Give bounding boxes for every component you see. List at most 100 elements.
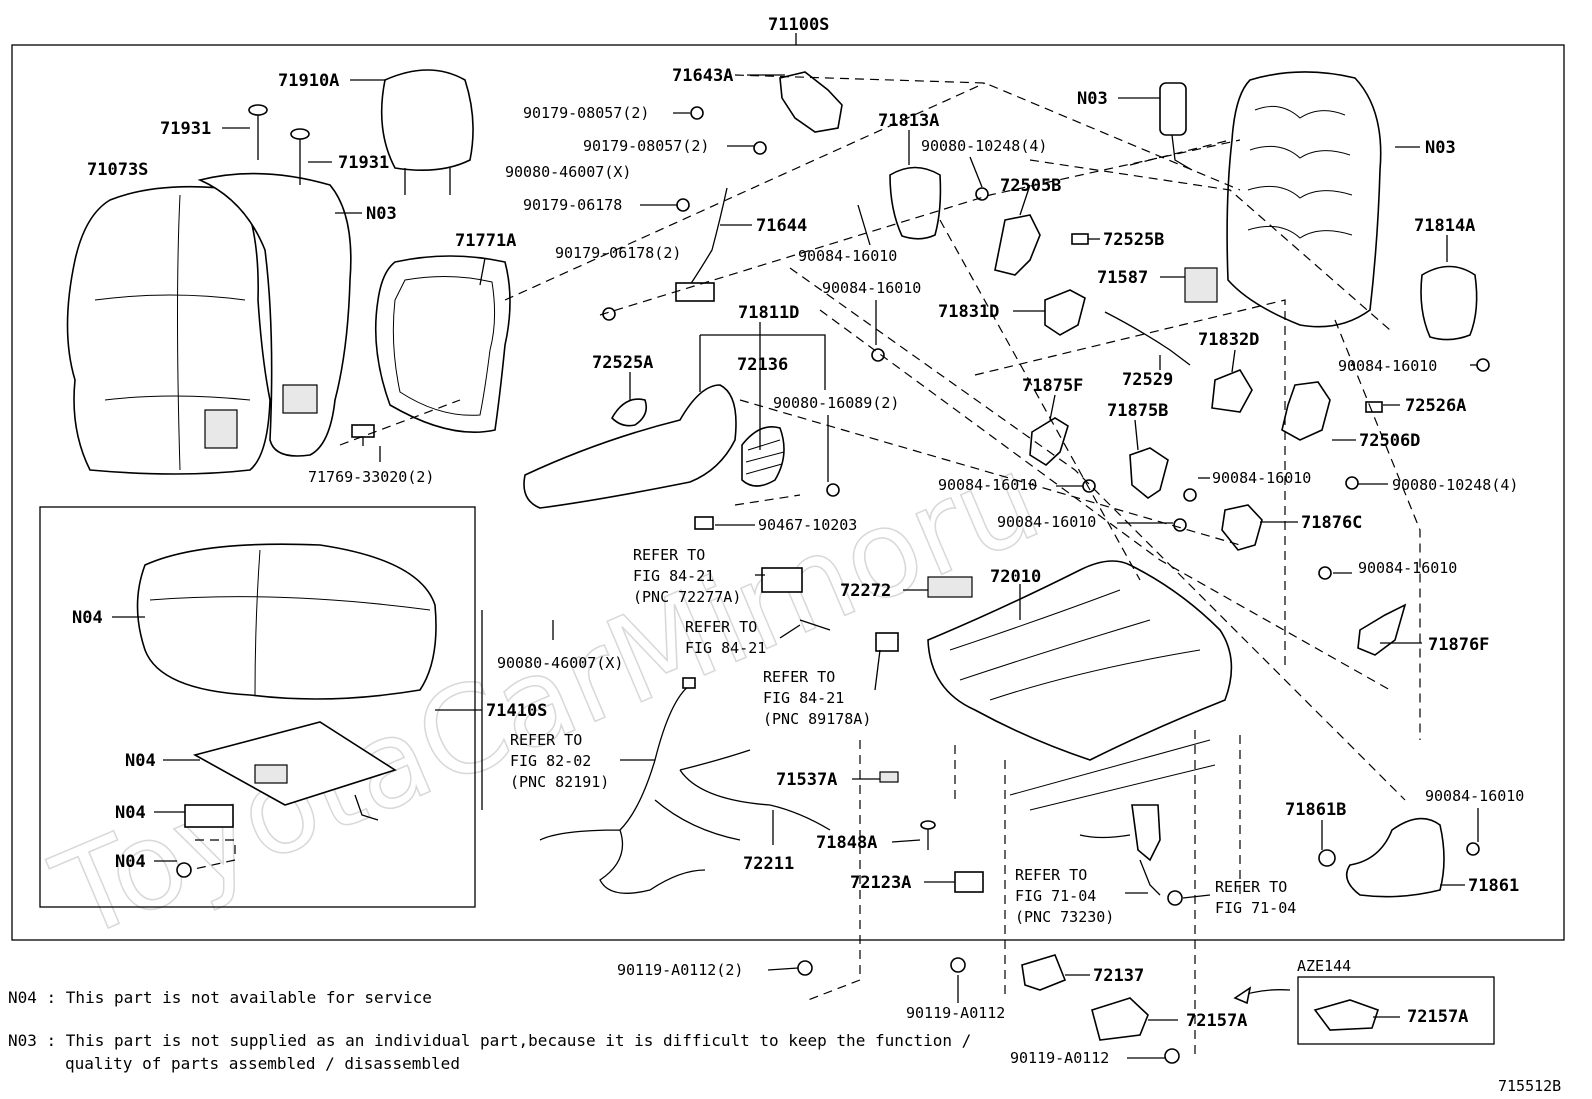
label-72506d: 72506D xyxy=(1359,431,1420,451)
label-72157a-aze: 72157A xyxy=(1407,1007,1468,1027)
label-90119-a0112-b: 90119-A0112 xyxy=(906,1004,1005,1022)
wire-72211-shape xyxy=(679,749,831,831)
note-n04: N04 : This part is not available for ser… xyxy=(8,988,432,1007)
note-n03-line1: N03 : This part is not supplied as an in… xyxy=(8,1031,971,1050)
label-72211: 72211 xyxy=(743,854,794,874)
cable-71644-shape xyxy=(689,187,728,286)
label-71811d: 71811D xyxy=(738,303,799,323)
label-aze144: AZE144 xyxy=(1297,957,1351,975)
label-72123a: 72123A xyxy=(850,873,911,893)
label-90084-16010-a: 90084-16010 xyxy=(798,247,897,265)
ref-82191-line1: REFER TO xyxy=(510,731,582,749)
label-90080-10248-b: 90080-10248(4) xyxy=(1392,476,1518,494)
label-90084-16010-f: 90084-16010 xyxy=(997,513,1096,531)
sensor-n04-shape xyxy=(184,804,234,828)
label-71931-left: 71931 xyxy=(160,119,211,139)
cover-72157a-aze-shape xyxy=(1313,999,1380,1031)
ref-72277a-line3: (PNC 72277A) xyxy=(633,588,741,606)
label-n04-bolt: N04 xyxy=(115,852,146,872)
ref-89178a-line2: FIG 84-21 xyxy=(763,689,844,707)
label-72529: 72529 xyxy=(1122,370,1173,390)
label-n04-cushion: N04 xyxy=(72,608,103,628)
headrest-guide-right xyxy=(290,128,310,185)
label-n03-pad: N03 xyxy=(366,204,397,224)
label-71848a: 71848A xyxy=(816,833,877,853)
aze144-inset-frame xyxy=(1297,976,1495,1045)
ref-82191-line3: (PNC 82191) xyxy=(510,773,609,791)
label-72157a: 72157A xyxy=(1186,1011,1247,1031)
label-90080-46007-b: 90080-46007(X) xyxy=(497,654,623,672)
recliner-72505b-shape xyxy=(994,214,1041,276)
label-72525b: 72525B xyxy=(1103,230,1164,250)
label-90467-10203: 90467-10203 xyxy=(758,516,857,534)
label-71769: 71769-33020(2) xyxy=(308,468,434,486)
label-71875f: 71875F xyxy=(1022,376,1083,396)
label-71910a: 71910A xyxy=(278,71,339,91)
bracket-71875b-shape xyxy=(1129,447,1169,499)
cover-71861-shape xyxy=(1345,817,1445,898)
label-71771a: 71771A xyxy=(455,231,516,251)
headrest-shape xyxy=(380,69,474,172)
label-72137: 72137 xyxy=(1093,966,1144,986)
label-71587: 71587 xyxy=(1097,268,1148,288)
ref-73230-line1: REFER TO xyxy=(1015,866,1087,884)
cushion-inset-frame xyxy=(39,506,476,908)
bracket-71832d-shape xyxy=(1211,369,1253,413)
label-72136: 72136 xyxy=(737,355,788,375)
label-71861b: 71861B xyxy=(1285,800,1346,820)
label-71073s: 71073S xyxy=(87,160,148,180)
ref-72277a-line1: REFER TO xyxy=(633,546,705,564)
label-71931-right: 71931 xyxy=(338,153,389,173)
label-71832d: 71832D xyxy=(1198,330,1259,350)
bracket-71875f-shape xyxy=(1029,417,1069,467)
pad-71587-shape xyxy=(1184,267,1218,303)
label-71410s: 71410S xyxy=(486,701,547,721)
label-90084-16010-c: 90084-16010 xyxy=(1338,357,1437,375)
label-n03-module: N03 xyxy=(1077,89,1108,109)
label-71814a: 71814A xyxy=(1414,216,1475,236)
ref-82191-line2: FIG 82-02 xyxy=(510,752,591,770)
label-90119-a0112-a: 90119-A0112(2) xyxy=(617,961,743,979)
bracket-71876c-shape xyxy=(1221,504,1263,551)
label-90084-16010-h: 90084-16010 xyxy=(1425,787,1524,805)
label-71875b: 71875B xyxy=(1107,401,1168,421)
seatback-frame-shape xyxy=(1226,71,1382,328)
ref-73230-line3: (PNC 73230) xyxy=(1015,908,1114,926)
cushion-sheet-shape xyxy=(192,721,397,806)
label-90084-16010-e: 90084-16010 xyxy=(1212,469,1311,487)
ref-fig84-a-line1: REFER TO xyxy=(685,618,757,636)
label-71643a: 71643A xyxy=(672,66,733,86)
label-71813a: 71813A xyxy=(878,111,939,131)
label-90084-16010-d: 90084-16010 xyxy=(938,476,1037,494)
label-90084-16010-g: 90084-16010 xyxy=(1358,559,1457,577)
label-90179-06178-b: 90179-06178(2) xyxy=(555,244,681,262)
rod-72529-shape xyxy=(1104,311,1191,366)
label-71537a: 71537A xyxy=(776,770,837,790)
buckle-shape xyxy=(1131,804,1161,862)
module-n03-shape xyxy=(1159,82,1187,136)
label-72272: 72272 xyxy=(840,581,891,601)
assembly-frame xyxy=(11,44,1565,941)
label-90179-08057-a: 90179-08057(2) xyxy=(523,104,649,122)
connector-72277a-shape xyxy=(761,567,803,593)
part-72272-shape xyxy=(927,576,973,598)
label-90119-a0112-c: 90119-A0112 xyxy=(1010,1049,1109,1067)
diagram-id: 715512B xyxy=(1498,1077,1561,1095)
recliner-72506d-shape xyxy=(1281,381,1331,441)
back-board-shape xyxy=(374,255,511,433)
ref-89178a-line1: REFER TO xyxy=(763,668,835,686)
ref-73230-line2: FIG 71-04 xyxy=(1015,887,1096,905)
bracket-71643a-shape xyxy=(779,71,843,133)
headrest-guide-left xyxy=(248,104,268,160)
label-90179-08057-b: 90179-08057(2) xyxy=(583,137,709,155)
harness-82191-shape xyxy=(539,684,741,894)
label-72505b: 72505B xyxy=(1000,176,1061,196)
cover-71814a-shape xyxy=(1420,265,1478,341)
cover-72157a-shape xyxy=(1091,997,1149,1041)
cover-71813a-shape xyxy=(889,166,942,240)
ref-fig71-line2: FIG 71-04 xyxy=(1215,899,1296,917)
label-n03-frame: N03 xyxy=(1425,138,1456,158)
clip-71769-shape xyxy=(351,424,375,446)
label-72525a: 72525A xyxy=(592,353,653,373)
